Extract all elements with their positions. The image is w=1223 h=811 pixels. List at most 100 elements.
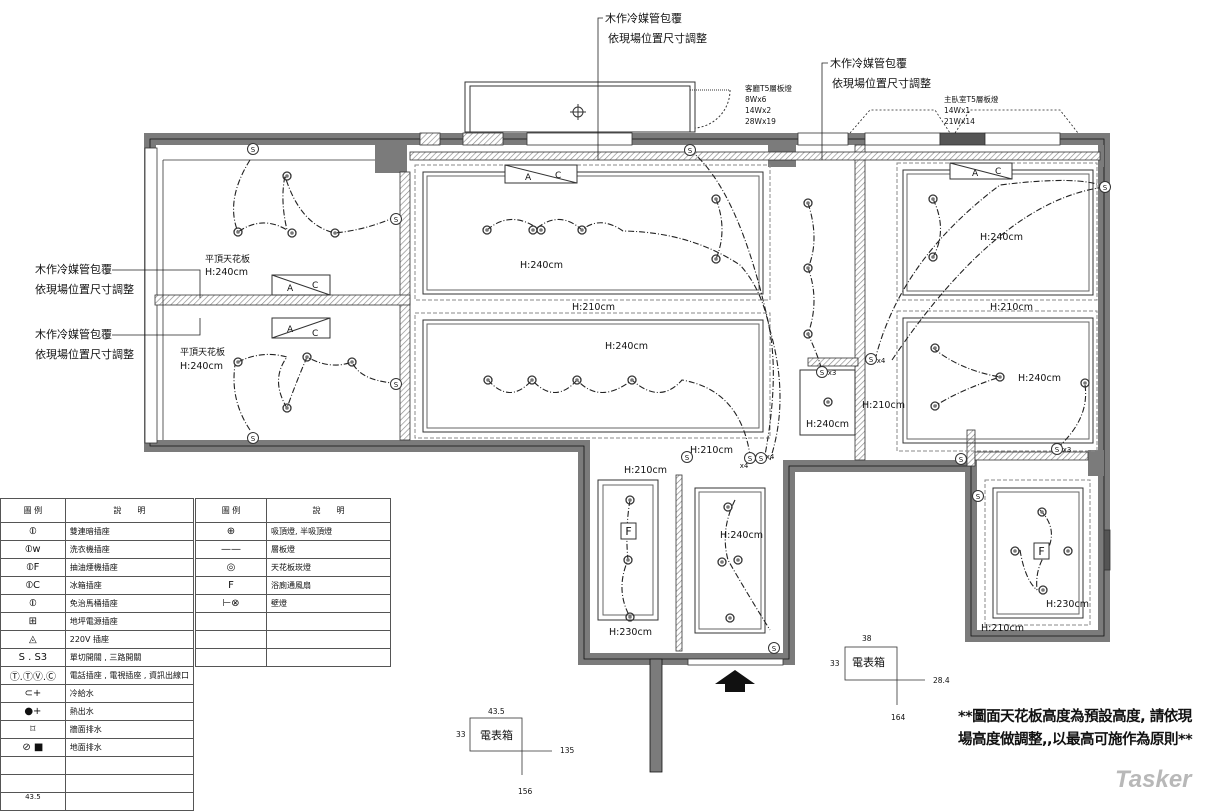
exterior-walls-shape: [1088, 450, 1104, 476]
ceiling-outlines-shape: [597, 479, 659, 621]
switch-label: S: [869, 356, 874, 364]
note-line: **圖面天花板高度為預設高度, 請依現: [958, 709, 1192, 725]
switch-label: S: [1055, 446, 1060, 454]
recessed-lights-recessed-light-icon: [711, 254, 721, 264]
height-label: H:210cm: [990, 302, 1033, 313]
legend-symbol: ◎: [195, 558, 267, 577]
height-label: H:240cm: [1018, 373, 1061, 384]
height-label: H:240cm: [720, 530, 763, 541]
switch-icon: S: [684, 144, 696, 156]
windows: [144, 132, 1111, 666]
legend-desc: 牆面排水: [64, 720, 195, 739]
legend-header: 圖 例: [0, 498, 66, 523]
legend-symbol: ⊕: [195, 522, 267, 541]
interior-walls: [154, 144, 1101, 652]
balcony-shape: [469, 85, 691, 133]
balcony: [464, 81, 731, 133]
legend-symbol: [195, 648, 267, 667]
t5-spec: 14Wx2: [745, 106, 771, 115]
recessed-lights-recessed-light-icon: [282, 171, 292, 181]
exterior-walls-shape: [375, 145, 407, 173]
legend-symbol: Ⓣ.ⓉⓋ.Ⓒ: [0, 666, 66, 685]
ac-label: A: [972, 169, 979, 179]
recessed-lights-recessed-light-icon: [928, 194, 938, 204]
legend-desc: [266, 648, 391, 667]
wiring-shape: [233, 159, 394, 234]
ac-label: C: [312, 281, 318, 291]
recessed-lights-recessed-light-icon: [725, 613, 735, 623]
legend-desc: 吸頂燈, 半吸頂燈: [266, 522, 391, 541]
balcony-shape: [694, 89, 731, 129]
legend-desc: 洗衣機插座: [64, 540, 195, 559]
switch-label: S: [1103, 184, 1108, 192]
ac-unit-shape: [504, 164, 578, 184]
dim-label: 164: [891, 713, 906, 722]
recessed-lights-recessed-light-icon: [711, 194, 721, 204]
legend-symbol: ◬: [0, 630, 66, 649]
legend-desc: 抽油煙機插座: [64, 558, 195, 577]
interior-walls-shape: [854, 144, 866, 461]
ac-label: C: [555, 171, 561, 181]
height-label: H:240cm: [980, 232, 1023, 243]
legend-header: 圖 例: [195, 498, 267, 523]
legend-desc: 壁燈: [266, 594, 391, 613]
legend-symbol: [0, 774, 66, 793]
recessed-lights-recessed-light-icon: [930, 401, 940, 411]
switch-label: S: [959, 456, 964, 464]
ceiling-outlines-shape: [414, 312, 771, 439]
legend-symbol: ⌑: [0, 720, 66, 739]
recessed-lights-recessed-light-icon: [482, 225, 492, 235]
legend-desc: 天花板崁燈: [266, 558, 391, 577]
wiring-shape: [891, 186, 1106, 361]
recessed-lights-recessed-light-icon: [233, 357, 243, 367]
ac-label: A: [525, 173, 532, 183]
switch-icon: S: [972, 490, 984, 502]
wiring-shape: [932, 347, 1001, 407]
legend-symbol: ⊂+: [0, 684, 66, 703]
legend-symbol: [195, 630, 267, 649]
height-label: H:240cm: [806, 419, 849, 430]
windows-shape: [462, 132, 504, 146]
height-label: H:240cm: [605, 341, 648, 352]
switch-icon-shape: [390, 378, 402, 390]
ceiling-outlines-shape: [422, 319, 764, 433]
recessed-lights-recessed-light-icon: [733, 555, 743, 565]
t5-spec: 21Wx14: [944, 117, 975, 126]
ac-unit-shape: [271, 317, 331, 339]
callout-ac-pipe: 木作冷媒管包覆: [605, 11, 682, 25]
t5-title: 客廳T5層板燈: [745, 83, 792, 93]
legend-desc: 電話插座 , 電視插座 , 資訊出線口: [64, 666, 195, 685]
switch-icon-shape: [755, 452, 767, 464]
exhaust-fan-icon-shape: [1033, 542, 1050, 560]
windows-shape: [526, 132, 633, 146]
legend-desc: [64, 756, 195, 775]
legend-desc: [64, 792, 195, 811]
switch-label: S: [759, 455, 764, 463]
dim-label: 38: [862, 634, 872, 643]
switch-icon-shape: [247, 143, 259, 155]
meter-box-label: 電表箱: [852, 655, 885, 669]
switch-icon: S: [816, 366, 828, 378]
legend-symbol: ⊘ ■: [0, 738, 66, 757]
ceiling-outlines-shape: [694, 487, 766, 634]
switch-icon-shape: [390, 213, 402, 225]
recessed-lights-recessed-light-icon: [627, 375, 637, 385]
legend-symbol: ——: [195, 540, 267, 559]
switch-label: S: [688, 147, 693, 155]
wiring: [233, 149, 1106, 631]
wiring-shape: [689, 149, 781, 461]
callout-text: 木作冷媒管包覆 依現場位置尺寸調整 木作冷媒管包覆 依現場位置尺寸調整 木作冷媒…: [35, 11, 999, 361]
switch-label: S: [976, 493, 981, 501]
meter-box-shape: [469, 717, 523, 752]
t5-spec: 28Wx19: [745, 117, 776, 126]
interior-walls-shape: [974, 451, 1089, 461]
dim-label: 33: [456, 730, 466, 739]
switch-icon: S: [1099, 181, 1111, 193]
ceiling-outlines-shape: [896, 310, 1098, 452]
interior-walls-shape: [966, 429, 976, 467]
switch-icon: S: [768, 642, 780, 654]
wiring-shape: [724, 499, 771, 631]
ceiling-outlines-shape: [698, 491, 762, 630]
switch-label: S: [685, 454, 690, 462]
callout-adjust: 依現場位置尺寸調整: [832, 76, 931, 90]
